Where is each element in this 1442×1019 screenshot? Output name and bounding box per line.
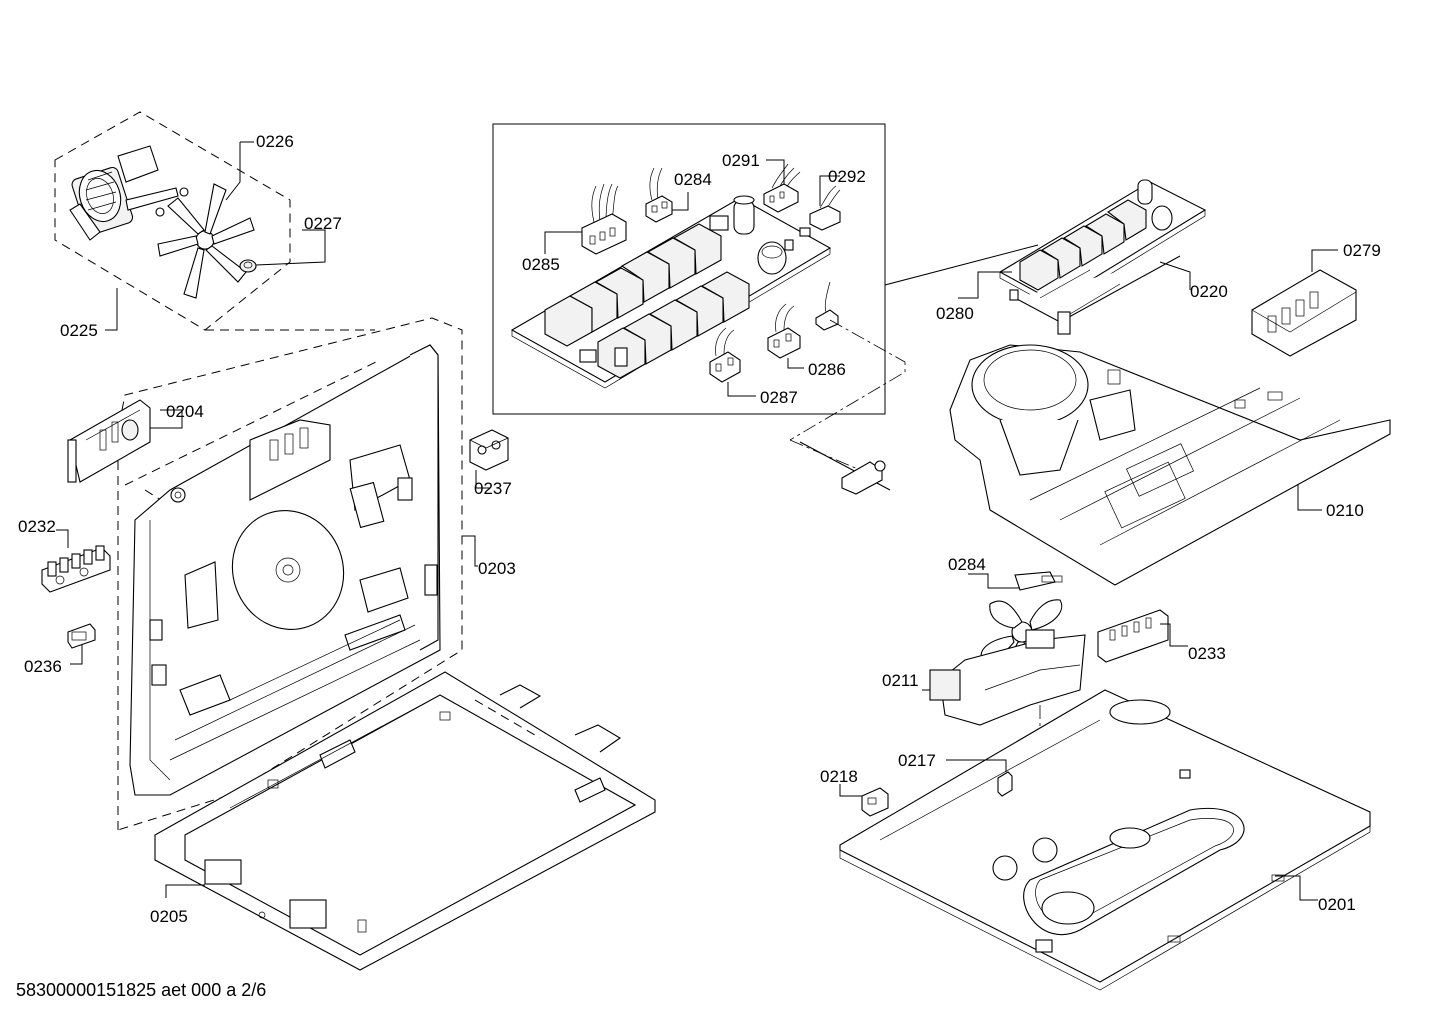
- label-0291: 0291: [722, 151, 760, 170]
- label-0285: 0285: [522, 255, 560, 274]
- convection-fan-assembly: [929, 571, 1169, 840]
- top-cover-0210: [949, 344, 1391, 586]
- label-0220: 0220: [1190, 282, 1228, 301]
- back-panel-group: [41, 317, 509, 831]
- label-0201: 0201: [1318, 895, 1356, 914]
- cover-0279: [1251, 269, 1357, 357]
- label-0204: 0204: [166, 402, 204, 421]
- control-board: [510, 195, 832, 389]
- label-0211: 0211: [882, 671, 919, 690]
- temperature-probe: [799, 441, 891, 495]
- label-0225: 0225: [60, 321, 98, 340]
- label-0233: 0233: [1188, 644, 1226, 663]
- label-0292: 0292: [828, 167, 866, 186]
- switch-0218: [861, 787, 889, 817]
- terminal-block-0237: [469, 429, 509, 471]
- electronics-inset: [492, 123, 1039, 415]
- label-0226: 0226: [256, 132, 294, 151]
- back-panel: [129, 344, 441, 796]
- label-0218: 0218: [820, 767, 858, 786]
- label-0210: 0210: [1326, 501, 1364, 520]
- label-0284: 0284: [948, 555, 986, 574]
- drawing-reference-number: 58300000151825 aet 000 a 2/6: [16, 980, 267, 1000]
- base-plate-0201: [839, 689, 1371, 991]
- label-0284-inset: 0284: [674, 170, 712, 189]
- label-0203: 0203: [478, 559, 516, 578]
- bottom-tray-0205: [154, 671, 656, 971]
- bracket-0204: [67, 399, 151, 483]
- connector-0285: [581, 183, 627, 255]
- connector-0287: [709, 327, 741, 383]
- connector-0291: [763, 163, 801, 213]
- fan-blade: [157, 183, 255, 299]
- control-board-mounted: [998, 179, 1207, 335]
- label-0205: 0205: [150, 907, 188, 926]
- fan-motor: [69, 145, 189, 241]
- connector-0236: [67, 623, 96, 649]
- label-0236: 0236: [24, 657, 62, 676]
- connector-0286: [767, 281, 839, 359]
- part-labels: 0226 0227 0225 0204 0232 0236 0237 0203 …: [18, 132, 1381, 926]
- fan-nut: [239, 259, 257, 273]
- sensor-0217: [997, 771, 1013, 797]
- connector-0284-inset: [645, 167, 673, 223]
- label-0287: 0287: [760, 388, 798, 407]
- label-0227: 0227: [304, 214, 342, 233]
- label-0279: 0279: [1343, 241, 1381, 260]
- label-0286: 0286: [808, 360, 846, 379]
- label-0280: 0280: [936, 304, 974, 323]
- label-0232: 0232: [18, 517, 56, 536]
- connector-0292: [809, 185, 841, 231]
- label-0237: 0237: [474, 479, 512, 498]
- label-0217: 0217: [898, 751, 936, 770]
- terminal-strip-0232: [41, 545, 111, 593]
- fan-motor-group: [54, 111, 326, 331]
